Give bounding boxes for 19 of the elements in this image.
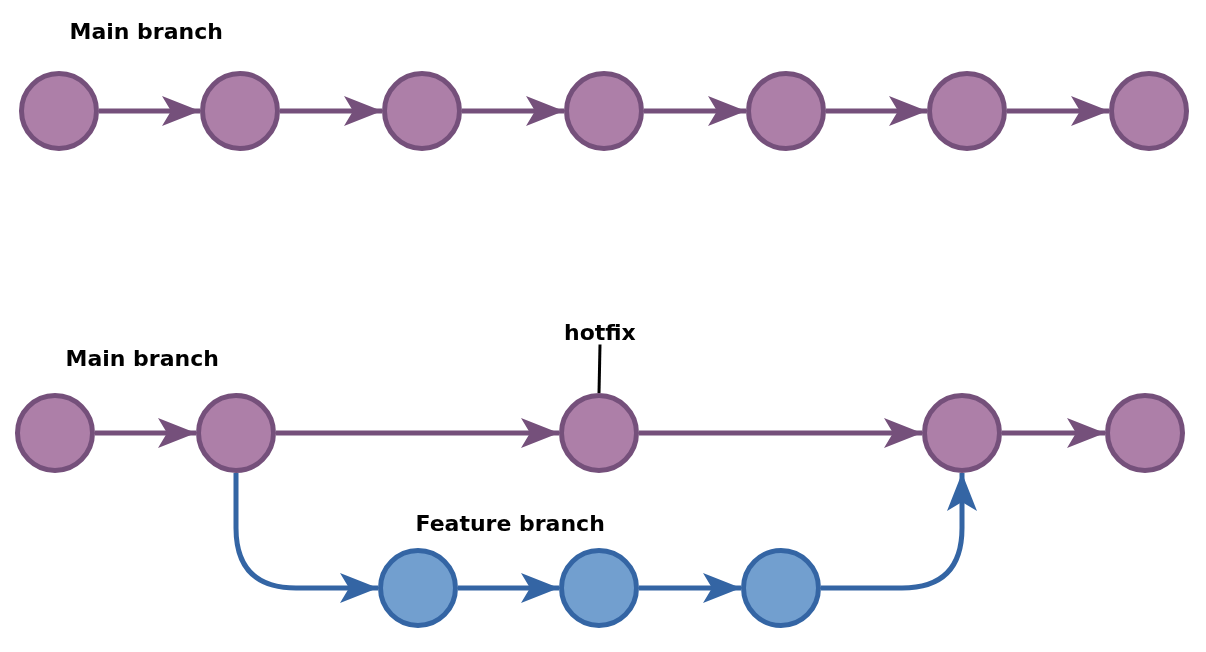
arrow [276,418,559,448]
arrow [1002,418,1105,448]
branch-title: Main branch [69,18,223,44]
arrow [644,96,746,126]
arrow [462,96,564,126]
tag-label: hotfix [564,319,636,345]
arrow [458,573,559,603]
arrow [99,96,200,126]
arrow [826,96,927,126]
arrow [233,473,378,603]
arrow [639,418,922,448]
arrow [280,96,382,126]
leader-line [597,344,602,394]
arrow [1007,96,1109,126]
arrow [95,418,196,448]
arrow [821,473,977,591]
arrow [639,573,741,603]
branch-title: Main branch [65,345,219,371]
branch-title: Feature branch [415,510,605,536]
